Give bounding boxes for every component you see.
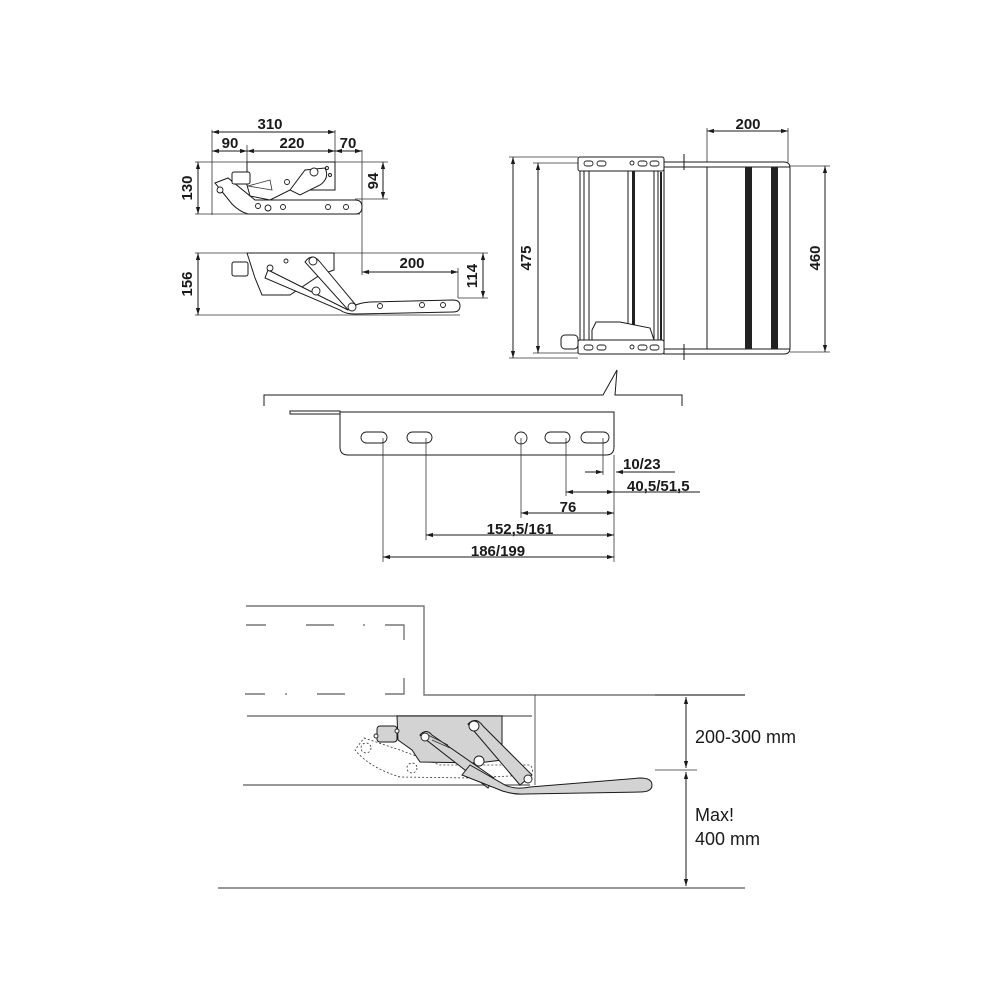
dim-bracket-1: 10/23 (623, 456, 661, 473)
side-view-retracted: 310 90 220 70 130 94 (179, 116, 388, 275)
dim-segment-middle: 220 (279, 135, 304, 152)
dim-height-right: 94 (365, 172, 382, 189)
dim-overall-width-top: 475 (518, 245, 535, 270)
dim-bracket-2: 40,5/51,5 (627, 478, 690, 495)
side-view-extended: 156 200 114 (179, 252, 488, 316)
dim-bracket-5: 186/199 (471, 543, 525, 560)
label-max: Max! (695, 805, 734, 825)
dim-extension: 200 (399, 255, 424, 272)
installation-view: 200-300 mm Max! 400 mm (218, 605, 796, 889)
dim-bracket-4: 152,5/161 (487, 521, 554, 538)
dim-step-width: 460 (807, 245, 824, 270)
dim-segment-left: 90 (222, 135, 239, 152)
label-mount-height: 200-300 mm (695, 727, 796, 747)
top-view: 475 200 460 (509, 116, 830, 360)
dim-segment-right: 70 (340, 135, 357, 152)
dim-step-depth: 200 (735, 116, 760, 133)
dim-bracket-3: 76 (560, 499, 577, 516)
dim-step-height: 114 (464, 263, 481, 288)
dim-height-total: 130 (179, 175, 196, 200)
mounting-bracket-detail: 10/23 40,5/51,5 76 152,5/161 186/199 (263, 369, 700, 562)
label-ground-clearance: 400 mm (695, 829, 760, 849)
dim-extended-height: 156 (179, 271, 196, 296)
dim-overall-width: 310 (257, 116, 282, 133)
